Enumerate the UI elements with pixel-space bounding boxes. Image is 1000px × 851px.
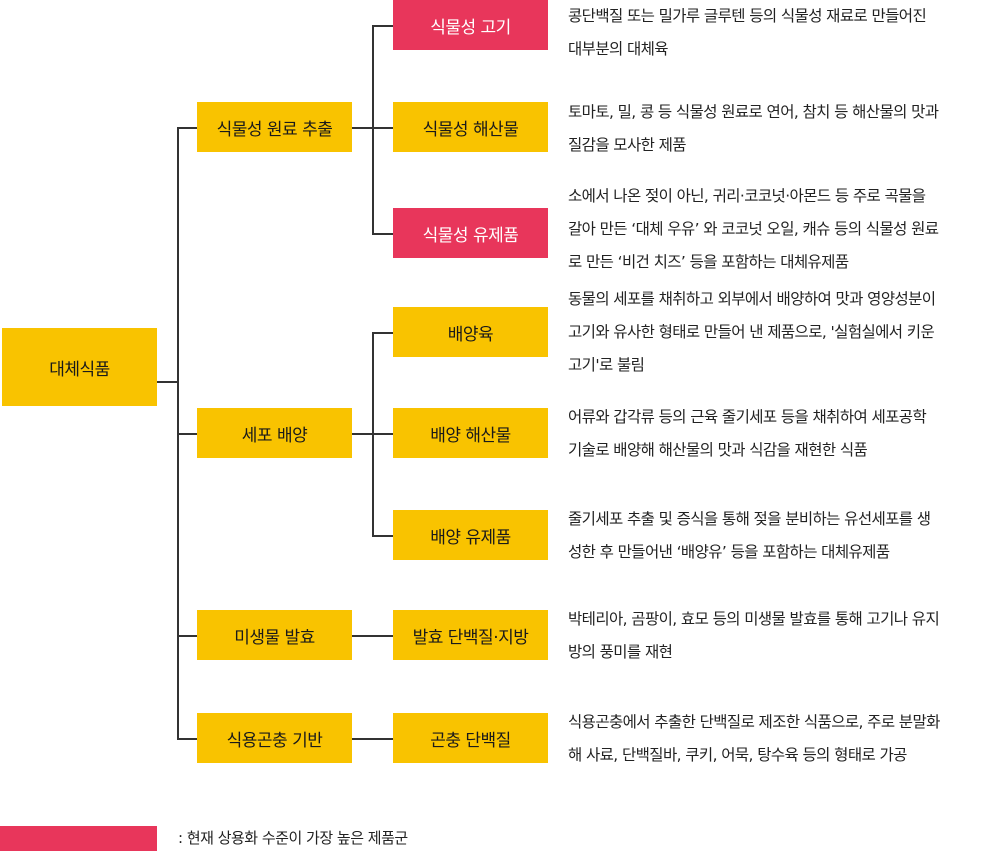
connector bbox=[372, 25, 393, 27]
connector bbox=[372, 233, 393, 235]
legend-swatch bbox=[0, 826, 157, 851]
product-node: 발효 단백질·지방 bbox=[393, 610, 548, 660]
category-label: 미생물 발효 bbox=[234, 627, 315, 648]
product-node: 배양 유제품 bbox=[393, 510, 548, 560]
desc-line: 박테리아, 곰팡이, 효모 등의 미생물 발효를 통해 고기나 유지 bbox=[568, 610, 940, 628]
desc-line: 토마토, 밀, 콩 등 식물성 원료로 연어, 참치 등 해산물의 맛과 bbox=[568, 103, 939, 121]
desc-line: 어류와 갑각류 등의 근육 줄기세포 등을 채취하여 세포공학 bbox=[568, 408, 927, 426]
category-node: 식용곤충 기반 bbox=[197, 713, 352, 763]
desc-line: 대부분의 대체육 bbox=[568, 40, 669, 58]
product-node: 식물성 해산물 bbox=[393, 102, 548, 152]
connector bbox=[177, 127, 197, 129]
product-node: 식물성 고기 bbox=[393, 0, 548, 50]
product-label: 식물성 해산물 bbox=[422, 119, 519, 140]
connector bbox=[372, 332, 374, 536]
desc-line: 해 사료, 단백질바, 쿠키, 어묵, 탕수육 등의 형태로 가공 bbox=[568, 746, 907, 764]
connector bbox=[352, 635, 393, 637]
category-node: 식물성 원료 추출 bbox=[197, 102, 352, 152]
desc-line: 고기'로 불림 bbox=[568, 356, 645, 374]
root-label: 대체식품 bbox=[49, 359, 110, 380]
product-node: 배양육 bbox=[393, 307, 548, 357]
category-label: 식용곤충 기반 bbox=[226, 730, 323, 751]
connector bbox=[177, 738, 197, 740]
legend-text: : 현재 상용화 수준이 가장 높은 제품군 bbox=[178, 829, 408, 847]
category-node: 세포 배양 bbox=[197, 408, 352, 458]
category-label: 식물성 원료 추출 bbox=[216, 119, 333, 140]
category-label: 세포 배양 bbox=[241, 425, 308, 446]
desc-line: 식용곤충에서 추출한 단백질로 제조한 식품으로, 주로 분말화 bbox=[568, 713, 940, 731]
connector bbox=[372, 25, 374, 234]
connector bbox=[157, 381, 178, 383]
product-label: 배양육 bbox=[447, 324, 494, 345]
root-node: 대체식품 bbox=[2, 328, 157, 406]
desc-line: 로 만든 ‘비건 치즈’ 등을 포함하는 대체유제품 bbox=[568, 253, 849, 271]
product-label: 식물성 고기 bbox=[430, 17, 511, 38]
connector bbox=[177, 433, 197, 435]
desc-line: 고기와 유사한 형태로 만들어 낸 제품으로, '실험실에서 키운 bbox=[568, 323, 935, 341]
desc-line: 기술로 배양해 해산물의 맛과 식감을 재현한 식품 bbox=[568, 441, 868, 459]
desc-line: 방의 풍미를 재현 bbox=[568, 643, 673, 661]
desc-line: 줄기세포 추출 및 증식을 통해 젖을 분비하는 유선세포를 생 bbox=[568, 510, 931, 528]
product-label: 식물성 유제품 bbox=[422, 225, 519, 246]
desc-line: 성한 후 만들어낸 ‘배양유’ 등을 포함하는 대체유제품 bbox=[568, 543, 890, 561]
product-node: 배양 해산물 bbox=[393, 408, 548, 458]
product-label: 곤충 단백질 bbox=[430, 730, 511, 751]
desc-line: 콩단백질 또는 밀가루 글루텐 등의 식물성 재료로 만들어진 bbox=[568, 7, 927, 25]
product-node: 식물성 유제품 bbox=[393, 208, 548, 258]
connector bbox=[352, 738, 393, 740]
category-node: 미생물 발효 bbox=[197, 610, 352, 660]
desc-line: 갈아 만든 ‘대체 우유’ 와 코코넛 오일, 캐슈 등의 식물성 원료 bbox=[568, 220, 939, 238]
connector bbox=[372, 332, 393, 334]
desc-line: 질감을 모사한 제품 bbox=[568, 136, 687, 154]
product-label: 배양 유제품 bbox=[430, 527, 511, 548]
connector bbox=[177, 635, 197, 637]
desc-line: 소에서 나온 젖이 아닌, 귀리·코코넛·아몬드 등 주로 곡물을 bbox=[568, 187, 926, 205]
product-label: 배양 해산물 bbox=[430, 425, 511, 446]
connector bbox=[372, 535, 393, 537]
product-node: 곤충 단백질 bbox=[393, 713, 548, 763]
product-label: 발효 단백질·지방 bbox=[412, 627, 529, 648]
desc-line: 동물의 세포를 채취하고 외부에서 배양하여 맛과 영양성분이 bbox=[568, 290, 936, 308]
